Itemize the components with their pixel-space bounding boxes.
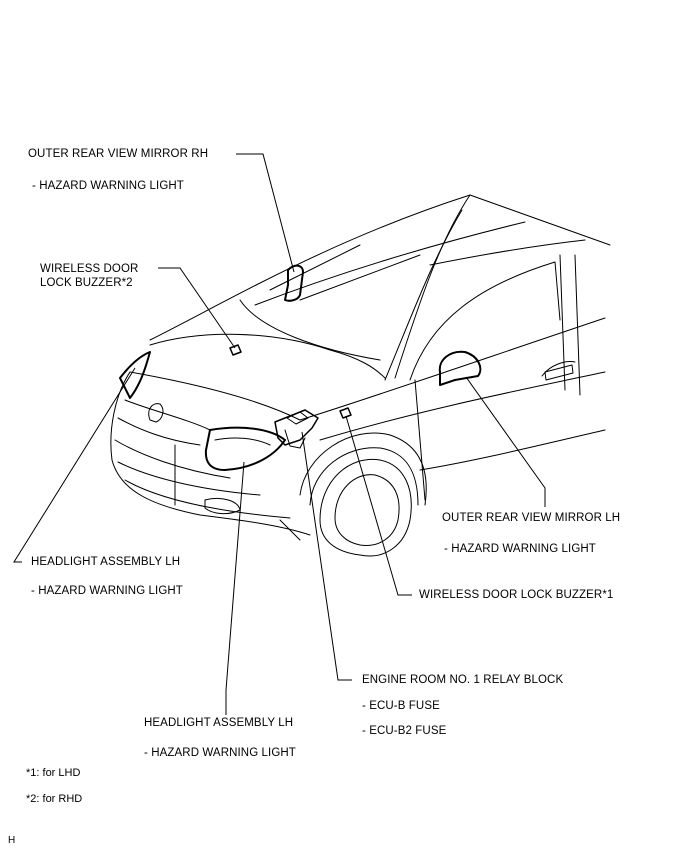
grille-top [124,399,211,431]
relay-block-top [286,411,309,425]
hood-crease [239,299,381,361]
tire [319,458,412,557]
wiper-1 [269,244,361,291]
mirror-lh [438,350,482,386]
front-door-edge [414,379,426,501]
buzzer-rhd-line2: LOCK BUZZER*2 [40,277,133,289]
buzzer-lhd-title: WIRELESS DOOR LOCK BUZZER*1 [419,589,614,601]
headlight-rh [119,351,151,399]
wheel-arch-inner [309,447,419,506]
door-handle [544,364,574,381]
mirror-rh-sub: - HAZARD WARNING LIGHT [32,180,184,192]
rim [334,474,400,547]
door-handle-2 [541,361,576,377]
leader-relay [301,431,352,681]
a-pillar-inner [384,209,463,381]
a-pillar [394,194,471,379]
leader-mirror-lh [465,376,546,507]
headlight-1-title: HEADLIGHT ASSEMBLY LH [31,556,181,568]
belt-line [299,317,606,421]
footnote-1: *1: for LHD [26,767,81,779]
leader-buzzer-lhd [345,415,412,596]
buzzer-lhd [339,407,352,419]
headlight-lh-inner [214,437,271,446]
leader-mirror-rh [236,153,295,273]
leader-buzzer-rhd [158,267,236,349]
headlight-1-sub: - HAZARD WARNING LIGHT [31,585,183,597]
relay-block-title: ENGINE ROOM NO. 1 RELAY BLOCK [362,674,564,686]
leader-headlight-1 [13,367,136,563]
side-window-top [429,239,586,266]
mirror-rh [284,264,304,302]
hood-front [149,333,386,379]
buzzer-rhd-line1: WIRELESS DOOR [40,263,139,275]
relay-block-body [284,429,306,449]
front-face [110,371,311,536]
mirror-rh-title: OUTER REAR VIEW MIRROR RH [28,148,209,160]
body-line [319,371,606,441]
roof-outline [149,194,471,341]
fender-line [279,519,301,541]
footnote-2: *2: for RHD [26,793,83,805]
roof-rear [469,194,611,246]
door-window [409,261,561,381]
grille-mid [114,439,231,479]
wheel-arch [299,432,427,506]
figure-code: H [8,835,16,846]
hood-edge [129,371,301,421]
b-pillar [559,254,566,391]
grille-low [117,461,261,496]
bumper-bottom [124,479,291,519]
rocker-line [419,429,606,471]
buzzer-rhd [229,344,242,356]
mirror-lh-title: OUTER REAR VIEW MIRROR LH [442,512,621,524]
relay-block-fuse2: - ECU-B2 FUSE [362,725,447,737]
wiper-2 [299,254,421,301]
headlight-2-sub: - HAZARD WARNING LIGHT [144,747,296,759]
relay-block-fuse1: - ECU-B FUSE [362,700,440,712]
b-pillar-2 [574,254,581,396]
grille-upper [117,417,201,446]
windshield-top [254,221,526,306]
emblem [148,403,164,423]
headlight-2-title: HEADLIGHT ASSEMBLY LH [144,717,294,729]
relay-block [274,409,319,446]
headlight-lh [204,426,286,471]
mirror-lh-sub: - HAZARD WARNING LIGHT [444,543,596,555]
leader-headlight-2 [225,461,245,715]
